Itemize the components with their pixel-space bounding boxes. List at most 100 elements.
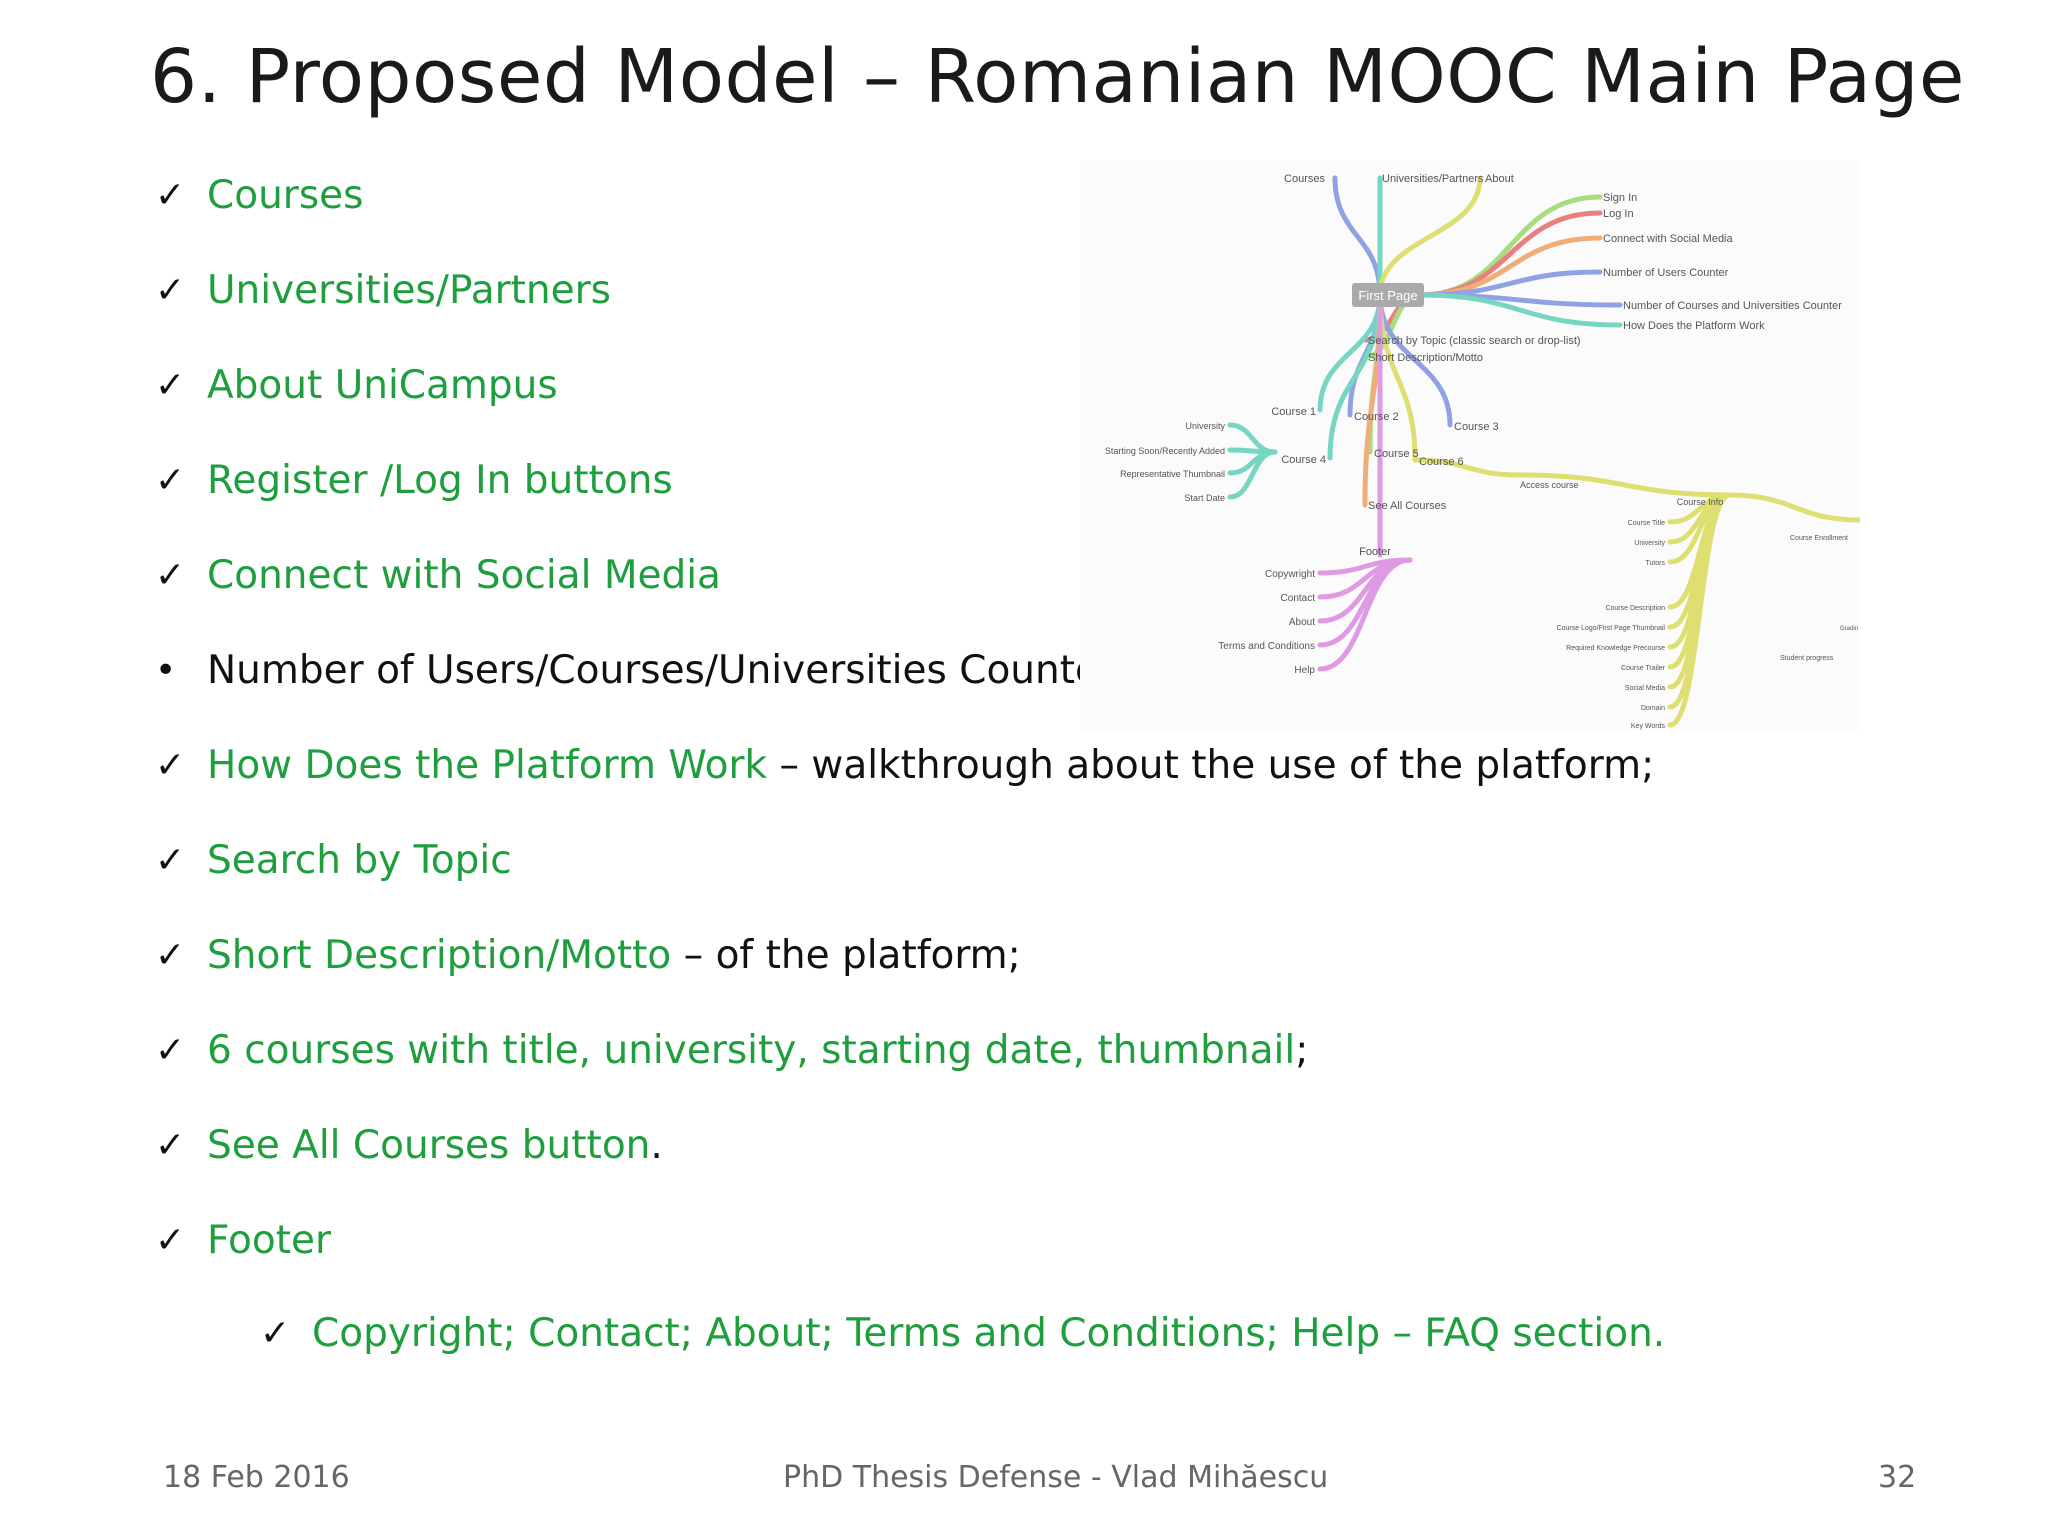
- bullet-item: ✓ Connect with Social Media: [155, 528, 1665, 623]
- bullet-highlight-text: Connect with Social Media: [207, 553, 721, 598]
- diagram-label: Course 5: [1374, 448, 1419, 460]
- diagram-label: Access course: [1520, 480, 1579, 490]
- checkmark-icon: ✓: [260, 1312, 291, 1354]
- diagram-label: Course 2: [1354, 411, 1399, 423]
- bullet-highlight-text: Courses: [207, 173, 364, 218]
- diagram-link: [1317, 557, 1413, 672]
- checkmark-icon: ✓: [155, 365, 186, 406]
- diagram-label: Course Info: [1677, 497, 1724, 507]
- diagram-link: [1727, 492, 1860, 523]
- diagram-label: Course Logo/First Page Thumbnail: [1557, 625, 1666, 632]
- diagram-label: Courses: [1284, 173, 1325, 185]
- bullet-highlight-text: Register /Log In buttons: [207, 458, 673, 503]
- diagram-label: Course Description: [1605, 605, 1665, 612]
- diagram-label: Number of Users Counter: [1603, 267, 1729, 279]
- bullet-highlight-text: How Does the Platform Work: [207, 743, 768, 788]
- diagram-label: Tutors: [1645, 560, 1665, 567]
- diagram-label: Short Description/Motto: [1368, 352, 1483, 364]
- diagram-label: Number of Courses and Universities Count…: [1623, 300, 1842, 312]
- bullet-highlight-text: Copyright; Contact; About; Terms and Con…: [312, 1310, 1666, 1356]
- diagram-link: [1332, 175, 1383, 298]
- checkmark-icon: ✓: [155, 175, 186, 216]
- page-number: 32: [1878, 1460, 1917, 1495]
- diagram-label: Connect with Social Media: [1603, 233, 1734, 245]
- sub-bullet-item: ✓ Copyright; Contact; About; Terms and Co…: [155, 1288, 1665, 1378]
- diagram-label: University: [1185, 421, 1225, 431]
- checkmark-icon: ✓: [155, 555, 186, 596]
- bullet-item: ✓ Short Description/Motto – of the platfo…: [155, 908, 1665, 1003]
- diagram-link: [1412, 457, 1523, 478]
- diagram-label: Gradin: [1840, 626, 1858, 632]
- checkmark-icon: ✓: [155, 935, 186, 976]
- diagram-label: Help: [1294, 665, 1315, 676]
- diagram-label: Domain: [1641, 705, 1665, 712]
- checkmark-icon: ✓: [155, 745, 186, 786]
- bullet-highlight-text: 6 courses with title, university, starti…: [207, 1028, 1296, 1073]
- checkmark-icon: ✓: [155, 1125, 186, 1166]
- bullet-text: .: [650, 1123, 663, 1168]
- bullet-text: – of the platform;: [671, 933, 1021, 978]
- diagram-label: Required Knowledge Precourse: [1566, 645, 1665, 652]
- bullet-highlight-text: Short Description/Motto: [207, 933, 672, 978]
- bullet-item: ✓ 6 courses with title, university, start…: [155, 1003, 1665, 1098]
- diagram-link: [1227, 449, 1278, 500]
- checkmark-icon: ✓: [155, 460, 186, 501]
- bullet-item: ✓ Footer: [155, 1193, 1665, 1288]
- diagram-label: See All Courses: [1368, 500, 1447, 512]
- diagram-label: Starting Soon/Recently Added: [1105, 446, 1225, 456]
- diagram-label: University: [1634, 540, 1665, 547]
- bullet-item: ✓ How Does the Platform Work – walkthroug…: [155, 718, 1665, 813]
- diagram-label: Representative Thumbnail: [1120, 469, 1225, 479]
- bullet-text: ;: [1295, 1028, 1309, 1073]
- diagram-link: [1417, 292, 1623, 328]
- bullet-item: ✓ See All Courses button.: [155, 1098, 1665, 1193]
- diagram-root-label: First Page: [1358, 288, 1417, 303]
- bullet-list: ✓ Courses ✓ Universities/Partners ✓ About Uni…: [155, 148, 1665, 1378]
- checkmark-icon: ✓: [155, 1220, 186, 1261]
- diagram-label: Key Words: [1631, 723, 1666, 730]
- diagram-label: Course Trailer: [1621, 665, 1666, 672]
- bullet-text: Number of Users/Courses/Universities Cou…: [207, 648, 1116, 693]
- bullet-item: •Number of Users/Courses/Universities Co…: [155, 623, 1665, 718]
- diagram-label: Course 1: [1271, 406, 1316, 418]
- diagram-label: About: [1485, 173, 1514, 185]
- diagram-label: Course 3: [1454, 421, 1499, 433]
- diagram-label: Course 4: [1281, 454, 1326, 466]
- bullet-highlight-text: See All Courses button: [207, 1123, 651, 1168]
- bullet-item: ✓ Search by Topic: [155, 813, 1665, 908]
- diagram-label: How Does the Platform Work: [1623, 320, 1765, 332]
- bullet-highlight-text: Universities/Partners: [207, 268, 611, 313]
- bullet-highlight-text: About UniCampus: [207, 363, 558, 408]
- diagram-label: Start Date: [1184, 493, 1225, 503]
- diagram-label: Student progress: [1780, 655, 1834, 662]
- bullet-item: ✓ About UniCampus: [155, 338, 1665, 433]
- diagram-label: Social Media: [1625, 685, 1665, 692]
- bullet-item: ✓ Courses: [155, 148, 1665, 243]
- checkmark-icon: ✓: [155, 840, 186, 881]
- checkmark-icon: ✓: [155, 270, 186, 311]
- footer-date: 18 Feb 2016: [163, 1460, 350, 1495]
- diagram-label: Course 6: [1419, 456, 1464, 468]
- diagram-label: Course Enrollment: [1790, 535, 1848, 542]
- diagram-label: Contact: [1281, 593, 1316, 604]
- diagram-label: Copywright: [1265, 569, 1315, 580]
- diagram-root-node: [1352, 283, 1424, 307]
- footer-title: PhD Thesis Defense - Vlad Mihăescu: [783, 1460, 1329, 1495]
- bullet-text: – walkthrough about the use of the platf…: [767, 743, 1655, 788]
- bullet-item: ✓ Universities/Partners: [155, 243, 1665, 338]
- diagram-label: About: [1289, 617, 1315, 628]
- bullet-highlight-text: Footer: [207, 1218, 332, 1263]
- diagram-label: Search by Topic (classic search or drop-…: [1368, 335, 1581, 347]
- diagram-link: [1417, 194, 1603, 298]
- diagram-link: [1667, 492, 1733, 728]
- checkmark-icon: ✓: [155, 1030, 186, 1071]
- slide-title: 6. Proposed Model – Romanian MOOC Main P…: [150, 34, 1965, 120]
- diagram-label: Terms and Conditions: [1218, 641, 1315, 652]
- diagram-label: Universities/Partners: [1382, 173, 1484, 185]
- diagram-link: [1377, 175, 1483, 298]
- diagram-label: Sign In: [1603, 192, 1637, 204]
- bullet-highlight-text: Search by Topic: [207, 838, 512, 883]
- diagram-link: [1517, 472, 1733, 498]
- diagram-label: Footer: [1359, 546, 1391, 558]
